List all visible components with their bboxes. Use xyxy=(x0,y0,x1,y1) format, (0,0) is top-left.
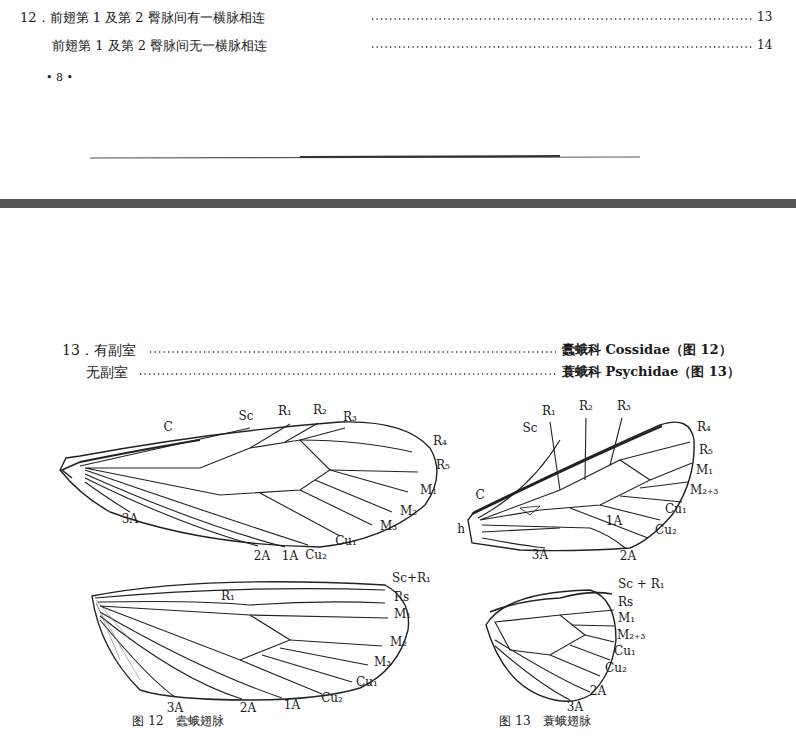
vein-label: h xyxy=(457,523,465,536)
scan-shadow xyxy=(90,157,640,158)
vein-label: Sc + R₁ xyxy=(618,578,664,591)
scan-shadow xyxy=(300,156,560,157)
family-name: 蠹蛾科 Cossidae（图 12） xyxy=(562,343,732,357)
vein-label: C xyxy=(163,421,172,434)
vein-label: M₂ xyxy=(400,505,417,518)
vein-label: M₃ xyxy=(374,656,391,669)
vein-label: Cu₂ xyxy=(655,524,677,537)
figure-caption: 图 13 蓑蛾翅脉 xyxy=(499,715,590,728)
vein-label: C xyxy=(475,489,484,502)
vein-label: R₂ xyxy=(313,404,327,417)
vein-label: 2A xyxy=(254,550,270,563)
leader-dots xyxy=(140,19,752,374)
family-name: 蓑蛾科 Psychidae（图 13） xyxy=(562,365,740,379)
psychidae-hindwing xyxy=(486,590,616,701)
upper-page xyxy=(0,0,796,205)
vein-label: R₁ xyxy=(221,590,235,603)
vein-label: R₂ xyxy=(579,400,593,413)
page-separator xyxy=(0,199,796,208)
vein-label: Cu₂ xyxy=(321,692,343,705)
vein-label: 3A xyxy=(122,513,138,526)
vein-label: R₅ xyxy=(699,444,713,457)
vein-label: R₃ xyxy=(343,411,357,424)
vein-label: 2A xyxy=(590,685,606,698)
vein-label: Cu₁ xyxy=(335,535,357,548)
vein-label: Sc+R₁ xyxy=(392,572,431,585)
cossidae-hindwing xyxy=(92,582,409,700)
vein-label: Cu₁ xyxy=(356,676,378,689)
vein-label: 1A xyxy=(282,550,298,563)
vein-label: Sc xyxy=(239,410,254,423)
cossidae-forewing xyxy=(60,422,437,547)
key-text: 前翅第 1 及第 2 臀脉间无一横脉相连 xyxy=(52,39,267,53)
vein-label: 2A xyxy=(240,702,256,715)
key-text: 13．有副室 xyxy=(62,343,136,358)
vein-label: Cu₁ xyxy=(665,503,687,516)
vein-label: M₂₊₃ xyxy=(617,629,645,642)
vein-label: R₄ xyxy=(433,435,447,448)
vein-label: R₁ xyxy=(542,405,556,418)
page-number: • 8 • xyxy=(46,72,73,84)
vein-label: 2A xyxy=(620,550,636,563)
vein-label: M₁ xyxy=(696,464,713,477)
vein-label: R₁ xyxy=(278,405,292,418)
vein-label: 3A xyxy=(167,702,183,715)
vein-label: R₃ xyxy=(617,400,631,413)
vein-label: M₁ xyxy=(618,612,635,625)
vein-label: R₅ xyxy=(436,459,450,472)
vein-label: M₂ xyxy=(390,636,407,649)
vein-label: R₄ xyxy=(697,421,711,434)
vein-label: Rs xyxy=(618,596,633,609)
key-text: 12．前翅第 1 及第 2 臀脉间有一横脉相连 xyxy=(20,11,265,25)
vein-label: M₂₊₃ xyxy=(690,484,718,497)
vein-label: Sc xyxy=(523,422,538,435)
psychidae-forewing xyxy=(468,418,694,551)
couplet-number: 14 xyxy=(757,39,772,52)
vein-label: M₃ xyxy=(380,520,397,533)
vein-label: 1A xyxy=(606,515,622,528)
vein-label: Cu₂ xyxy=(305,549,327,562)
vein-label: Cu₁ xyxy=(614,645,636,658)
figure-caption: 图 12 蠹蛾翅脉 xyxy=(132,715,223,728)
vein-label: M₁ xyxy=(394,608,411,621)
couplet-number: 13 xyxy=(757,11,772,24)
key-text: 无副室 xyxy=(86,365,128,380)
vein-label: 3A xyxy=(532,549,548,562)
vein-label: 1A xyxy=(284,699,300,712)
vein-label: Rs xyxy=(394,591,409,604)
vein-label: 3A xyxy=(567,701,583,714)
vein-label: M₁ xyxy=(420,484,437,497)
vein-label: Cu₂ xyxy=(605,662,627,675)
